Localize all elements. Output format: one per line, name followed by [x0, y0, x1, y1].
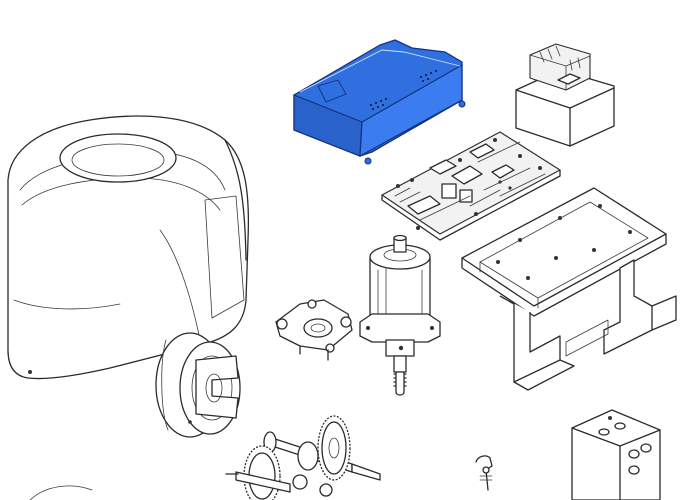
control-box-cover[interactable] — [293, 39, 466, 165]
housing-cover[interactable] — [7, 115, 250, 380]
motor[interactable] — [359, 234, 441, 396]
transformer[interactable] — [515, 43, 615, 147]
partial-part-left — [29, 485, 93, 500]
terminal-block[interactable] — [571, 409, 661, 500]
limit-switch-spring[interactable] — [475, 455, 493, 491]
release-knob[interactable] — [155, 332, 241, 438]
gear-assembly[interactable] — [225, 415, 381, 500]
motor-bracket[interactable] — [275, 299, 353, 361]
control-board[interactable] — [381, 131, 561, 241]
mounting-plate[interactable] — [461, 187, 677, 391]
